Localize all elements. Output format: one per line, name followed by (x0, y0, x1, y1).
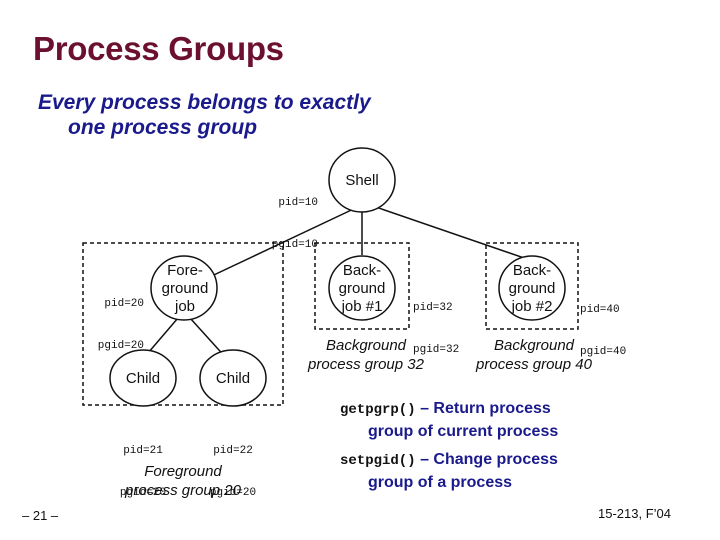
child-1-node (109, 349, 177, 407)
setpgid-function-name: setpgid() (340, 453, 416, 469)
getpgrp-dash: – (415, 400, 434, 417)
background-40-caption-line-2: process group 40 (476, 356, 592, 373)
page-number: – 21 – (22, 508, 59, 523)
background-40-caption-line-1: Background (493, 337, 575, 354)
child-2-ids: pid=22 pgid=20 (200, 416, 266, 528)
setpgid-description: setpgid() – Change process group of a pr… (340, 449, 710, 494)
child-2-node (199, 349, 267, 407)
background-2-label-line-2: ground (508, 280, 556, 297)
setpgid-desc-line-1: Change process (433, 451, 558, 468)
child-2-pgid: pgid=20 (209, 487, 257, 499)
background-1-ids: pid=32 pgid=32 (413, 273, 459, 385)
getpgrp-description: getpgrp() – Return process group of curr… (340, 398, 710, 443)
foreground-pgid: pgid=20 (97, 340, 144, 352)
background-1-label: Back- ground job #1 (327, 262, 397, 316)
foreground-label: Fore- ground job (150, 262, 220, 316)
background-32-caption-line-2: process group 32 (308, 356, 424, 373)
bullet-line-1: Every process belongs to exactly (38, 91, 371, 114)
bullet-text: Every process belongs to exactly one pro… (38, 90, 458, 140)
foreground-pid: pid=20 (104, 298, 144, 310)
background-group-40-box (485, 242, 579, 330)
child-1-pid: pid=21 (123, 445, 163, 457)
setpgid-desc-line-2: group of a process (368, 474, 513, 491)
getpgrp-desc-line-1: Return process (433, 400, 551, 417)
background-1-pid: pid=32 (413, 302, 453, 314)
foreground-caption-line-1: Foreground (144, 463, 222, 480)
setpgid-dash: – (415, 451, 434, 468)
child-1-label: Child (125, 370, 161, 387)
shell-node (328, 147, 396, 213)
foreground-group-caption: Foreground process group 20 (100, 462, 266, 500)
background-1-label-line-2: ground (338, 280, 386, 297)
background-group-32-box (314, 242, 410, 330)
child-2-pid: pid=22 (213, 445, 253, 457)
child-1-ids: pid=21 pgid=20 (110, 416, 176, 528)
child-1-pgid: pgid=20 (119, 487, 167, 499)
foreground-group-box (82, 242, 284, 406)
background-1-pgid: pgid=32 (413, 344, 460, 356)
shell-pid: pid=10 (278, 197, 318, 209)
background-2-pid: pid=40 (580, 304, 620, 316)
foreground-job-node (150, 255, 218, 321)
background-1-label-line-1: Back- (342, 262, 382, 279)
getpgrp-function-name: getpgrp() (340, 402, 416, 418)
background-2-pgid: pgid=40 (580, 346, 627, 358)
shell-ids: pid=10 pgid=10 (266, 168, 318, 280)
shell-pgid: pgid=10 (271, 239, 318, 251)
background-1-label-line-3: job #1 (341, 298, 383, 315)
background-2-label-line-1: Back- (512, 262, 552, 279)
foreground-label-line-3: job (174, 298, 196, 315)
foreground-label-line-2: ground (161, 280, 209, 297)
bullet-line-2: one process group (68, 116, 258, 139)
background-2-ids: pid=40 pgid=40 (580, 275, 626, 387)
background-2-label: Back- ground job #2 (497, 262, 567, 316)
shell-label: Shell (345, 172, 379, 189)
foreground-ids: pid=20 pgid=20 (90, 269, 144, 381)
background-32-caption-line-1: Background (325, 337, 407, 354)
slide-title: Process Groups (33, 30, 284, 67)
edge-shell-bg2 (369, 204, 531, 261)
child-2-label: Child (215, 370, 251, 387)
getpgrp-desc-line-2: group of current process (368, 423, 559, 440)
foreground-label-line-1: Fore- (167, 262, 203, 279)
foreground-caption-line-2: process group 20 (125, 482, 241, 499)
background-group-32-caption: Background process group 32 (292, 336, 440, 374)
course-label: 15-213, F’04 (598, 506, 671, 521)
background-job-2-node (498, 255, 566, 321)
background-2-label-line-3: job #2 (511, 298, 553, 315)
background-group-40-caption: Background process group 40 (460, 336, 608, 374)
background-job-1-node (328, 255, 396, 321)
